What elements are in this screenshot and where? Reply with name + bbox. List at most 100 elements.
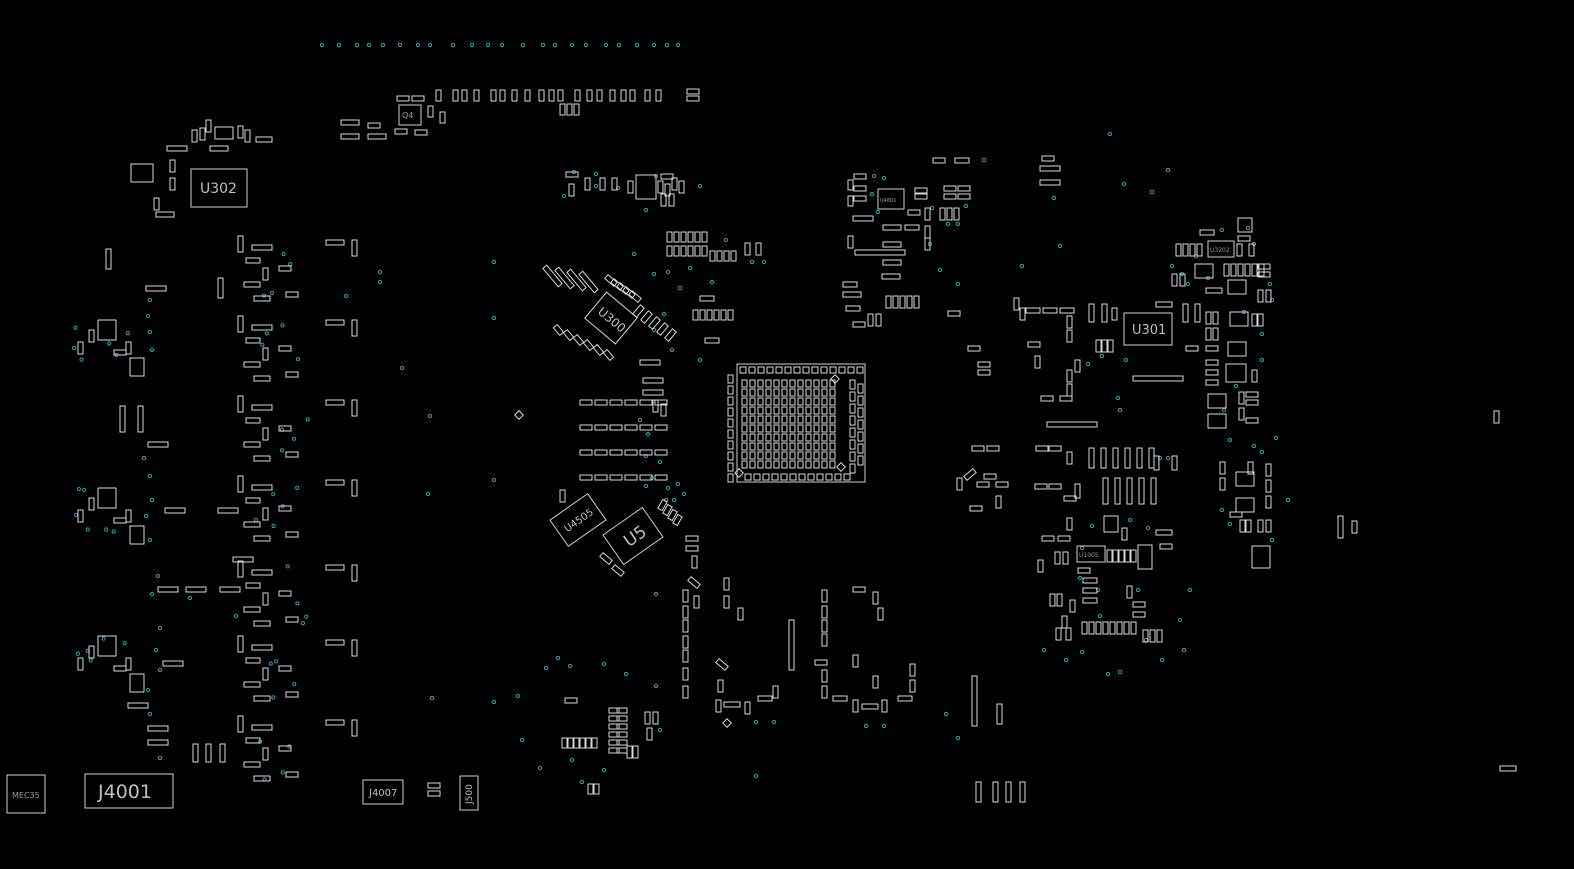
bga-outline (736, 363, 866, 483)
pad (278, 665, 292, 672)
component-u3202[interactable]: U3202 (1207, 240, 1235, 258)
connector-j4007[interactable]: J4007 (362, 779, 404, 805)
pad (1066, 369, 1073, 383)
pad (624, 424, 638, 431)
pad (616, 707, 628, 714)
pad (1205, 287, 1223, 294)
pad (852, 654, 859, 668)
pad (584, 177, 591, 191)
component-u302[interactable]: U302 (190, 168, 248, 208)
pad (1179, 273, 1186, 287)
pad (1065, 627, 1072, 641)
pad (616, 739, 628, 746)
pad (97, 635, 117, 657)
pad (1088, 621, 1095, 635)
pad (757, 451, 764, 460)
pad (627, 180, 634, 194)
pad (278, 745, 292, 752)
pad (285, 771, 299, 778)
pad (1034, 355, 1041, 369)
component-q4[interactable]: Q4 (398, 104, 422, 126)
pad (757, 379, 764, 388)
pad (394, 128, 408, 135)
via (1245, 225, 1251, 231)
pad (924, 237, 931, 251)
pad (829, 424, 836, 433)
via (1107, 131, 1113, 137)
pad (924, 207, 931, 221)
pad (611, 177, 618, 191)
pad (253, 295, 271, 302)
pad (587, 783, 594, 795)
via (863, 723, 869, 729)
pad (797, 460, 804, 469)
via (869, 191, 875, 197)
pad (842, 291, 862, 298)
pad (805, 460, 812, 469)
via (76, 486, 82, 492)
pad (255, 136, 273, 143)
pad (1182, 303, 1189, 323)
pad (237, 715, 244, 733)
pad (1126, 477, 1133, 505)
via (1269, 297, 1275, 303)
pad (741, 406, 748, 415)
pad (237, 125, 244, 139)
connector-j500[interactable]: J500 (459, 775, 479, 811)
pad (285, 451, 299, 458)
pad (1205, 359, 1219, 366)
component-u1005[interactable]: U1005 (1076, 545, 1106, 563)
pad (1136, 447, 1143, 469)
pad (129, 673, 145, 693)
via (427, 413, 433, 419)
pad (1265, 495, 1272, 509)
component-u5[interactable]: U5 (602, 506, 664, 566)
pad (1081, 621, 1088, 635)
pad (1088, 303, 1095, 323)
pad (715, 699, 722, 713)
pad (1185, 345, 1199, 352)
pad (781, 415, 788, 424)
via (149, 347, 155, 353)
pad (1229, 311, 1249, 327)
via (651, 42, 657, 48)
component-u301[interactable]: U301 (1123, 312, 1173, 346)
pad (682, 685, 689, 699)
pad (609, 89, 616, 102)
pad (205, 119, 212, 133)
pad (1219, 461, 1226, 475)
component-u300[interactable]: U300 (584, 291, 638, 345)
pad (1212, 327, 1219, 341)
pad (1126, 585, 1133, 599)
pad (709, 250, 716, 262)
component-mec35[interactable]: MEC35 (6, 774, 46, 814)
via (1051, 195, 1057, 201)
pad (325, 719, 345, 726)
via (653, 591, 659, 597)
pad (660, 193, 667, 207)
component-u4801[interactable]: U4801 (877, 188, 905, 210)
pad (646, 727, 653, 741)
pad (857, 443, 864, 454)
pad (351, 319, 358, 337)
pad (853, 173, 867, 180)
via (125, 331, 130, 336)
pad (757, 433, 764, 442)
connector-j4001[interactable]: J4001 (84, 773, 174, 809)
pad (715, 658, 729, 671)
component-u4505[interactable]: U4505 (549, 493, 607, 547)
via (305, 417, 310, 422)
pad (780, 473, 788, 481)
pad (594, 399, 608, 406)
via (285, 564, 290, 569)
pad (963, 468, 977, 481)
pad (744, 473, 752, 481)
pad (953, 207, 960, 221)
pad (673, 231, 680, 243)
via (623, 671, 629, 677)
pad (1123, 621, 1130, 635)
pad (1257, 519, 1264, 533)
pad (1207, 393, 1227, 409)
pad (813, 388, 820, 397)
